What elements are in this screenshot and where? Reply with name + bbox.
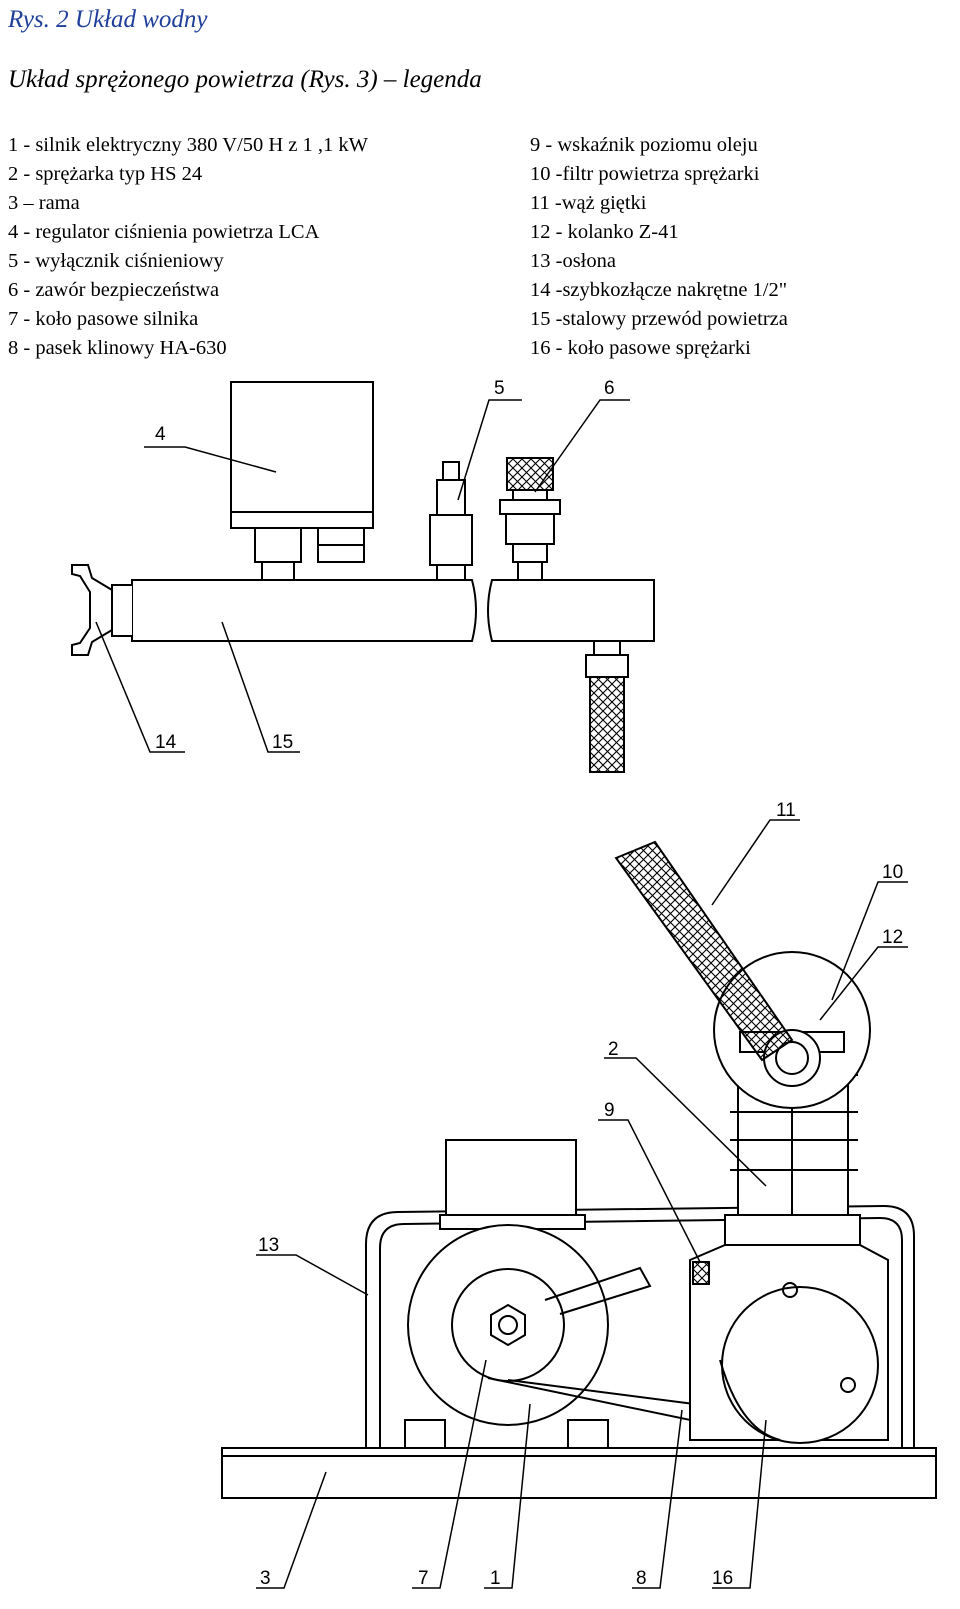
callout-13: 13 (258, 1235, 279, 1256)
oil-level-indicator (692, 1261, 710, 1285)
callout-15: 15 (272, 732, 293, 753)
upper-pipe-assembly (71, 381, 655, 773)
callout-6: 6 (604, 378, 615, 399)
legend-item: 10 -filtr powietrza sprężarki (530, 163, 760, 185)
callout-3: 3 (260, 1568, 271, 1589)
quick-coupling (71, 564, 132, 656)
legend-right-column: 9 - wskaźnik poziomu oleju 10 -filtr pow… (530, 131, 788, 363)
lower-callout-numbers: 11 10 12 2 9 13 3 7 1 8 16 (258, 800, 903, 1589)
callout-2: 2 (608, 1039, 619, 1060)
steel-pipe-right (487, 579, 655, 642)
motor-housing (407, 1224, 609, 1426)
section-heading: Układ sprężonego powietrza (Rys. 3) – le… (8, 66, 482, 93)
callout-4: 4 (155, 424, 166, 445)
legend-item: 6 - zawór bezpieczeństwa (8, 279, 220, 301)
steel-pipe (131, 579, 477, 642)
belt-guard (365, 1204, 915, 1448)
legend-item: 12 - kolanko Z-41 (530, 221, 679, 243)
legend-item: 15 -stalowy przewód powietrza (530, 308, 788, 330)
legend-item: 1 - silnik elektryczny 380 V/50 H z 1 ,1… (8, 134, 369, 156)
callout-7: 7 (418, 1568, 429, 1589)
pressure-regulator (230, 381, 374, 529)
legend-item: 11 -wąż giętki (530, 192, 647, 214)
compressor-crankcase (724, 1214, 861, 1246)
callout-8: 8 (636, 1568, 647, 1589)
pressure-switch (442, 461, 460, 481)
page-title: Rys. 2 Układ wodny (8, 6, 208, 33)
callout-1: 1 (490, 1568, 501, 1589)
callout-16: 16 (712, 1568, 733, 1589)
callout-5: 5 (494, 378, 505, 399)
legend-item: 7 - koło pasowe silnika (8, 308, 199, 330)
legend-item: 13 -osłona (530, 250, 616, 272)
compressor-pulley (721, 1286, 879, 1444)
legend-item: 2 - sprężarka typ HS 24 (8, 163, 203, 185)
legend-left-column: 1 - silnik elektryczny 380 V/50 H z 1 ,1… (8, 131, 368, 363)
lower-leader-lines (256, 819, 908, 1589)
legend-item: 16 - koło pasowe sprężarki (530, 337, 751, 359)
legend-item: 5 - wyłącznik ciśnieniowy (8, 250, 224, 272)
callout-10: 10 (882, 862, 903, 883)
legend-item: 14 -szybkozłącze nakrętne 1/2" (530, 279, 788, 301)
hose-down (589, 676, 625, 773)
callout-11: 11 (776, 800, 796, 821)
legend-item: 4 - regulator ciśnienia powietrza LCA (8, 221, 320, 243)
callout-14: 14 (155, 732, 177, 753)
callout-9: 9 (604, 1100, 615, 1121)
upper-leader-lines (95, 399, 630, 753)
upper-callout-numbers: 4 5 6 14 15 (155, 378, 615, 753)
legend-item: 9 - wskaźnik poziomu oleju (530, 134, 758, 156)
motor-terminal-box (445, 1139, 577, 1216)
flexible-hose (614, 840, 794, 1062)
callout-12: 12 (882, 927, 903, 948)
compressor-unit (221, 840, 937, 1499)
legend-item: 8 - pasek klinowy HA-630 (8, 337, 227, 359)
legend-item: 3 – rama (8, 192, 80, 214)
safety-valve (506, 457, 554, 491)
